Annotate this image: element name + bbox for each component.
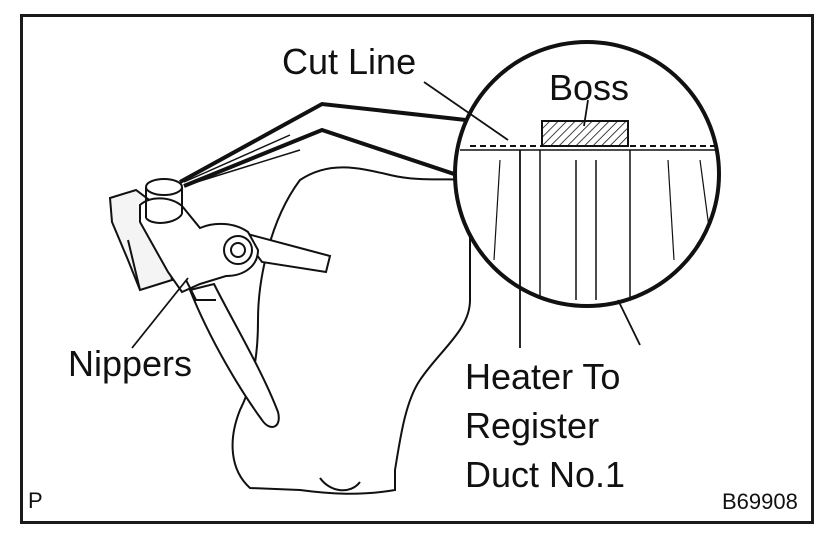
nippers-label: Nippers: [68, 343, 193, 384]
corner-letter: P: [28, 488, 43, 513]
cut-line-label: Cut Line: [282, 41, 417, 82]
leader-lines: [131, 81, 641, 349]
boss-leader: [583, 99, 589, 127]
heater-label-line1: Heater To: [465, 356, 621, 397]
heater-label-line2: Register: [465, 405, 600, 446]
nippers-tool: [108, 178, 332, 428]
cut-line-leader: [423, 81, 509, 141]
boss-label: Boss: [549, 67, 630, 108]
heater-label-line3: Duct No.1: [465, 454, 626, 495]
duct-edge-leader: [617, 299, 641, 346]
duct-housing: [231, 166, 471, 495]
figure-id: B69908: [722, 489, 798, 514]
nippers-leader: [131, 277, 189, 349]
magnified-view: [455, 42, 719, 306]
magnifier-circle: [453, 40, 721, 308]
